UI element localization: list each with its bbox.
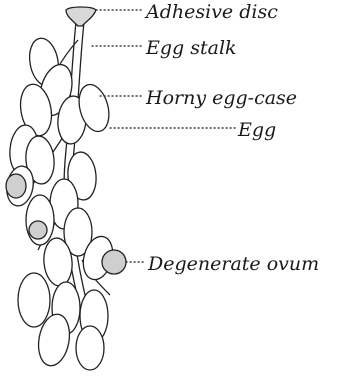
label-degenerate-ovum: Degenerate ovum [147,253,319,275]
egg-drawings [4,36,117,370]
adhesive-disc-drawing [66,7,96,26]
label-horny-egg-case: Horny egg-case [145,87,297,109]
label-adhesive-disc: Adhesive disc [144,1,278,23]
label-egg-stalk: Egg stalk [145,37,237,59]
label-egg: Egg [237,119,276,141]
